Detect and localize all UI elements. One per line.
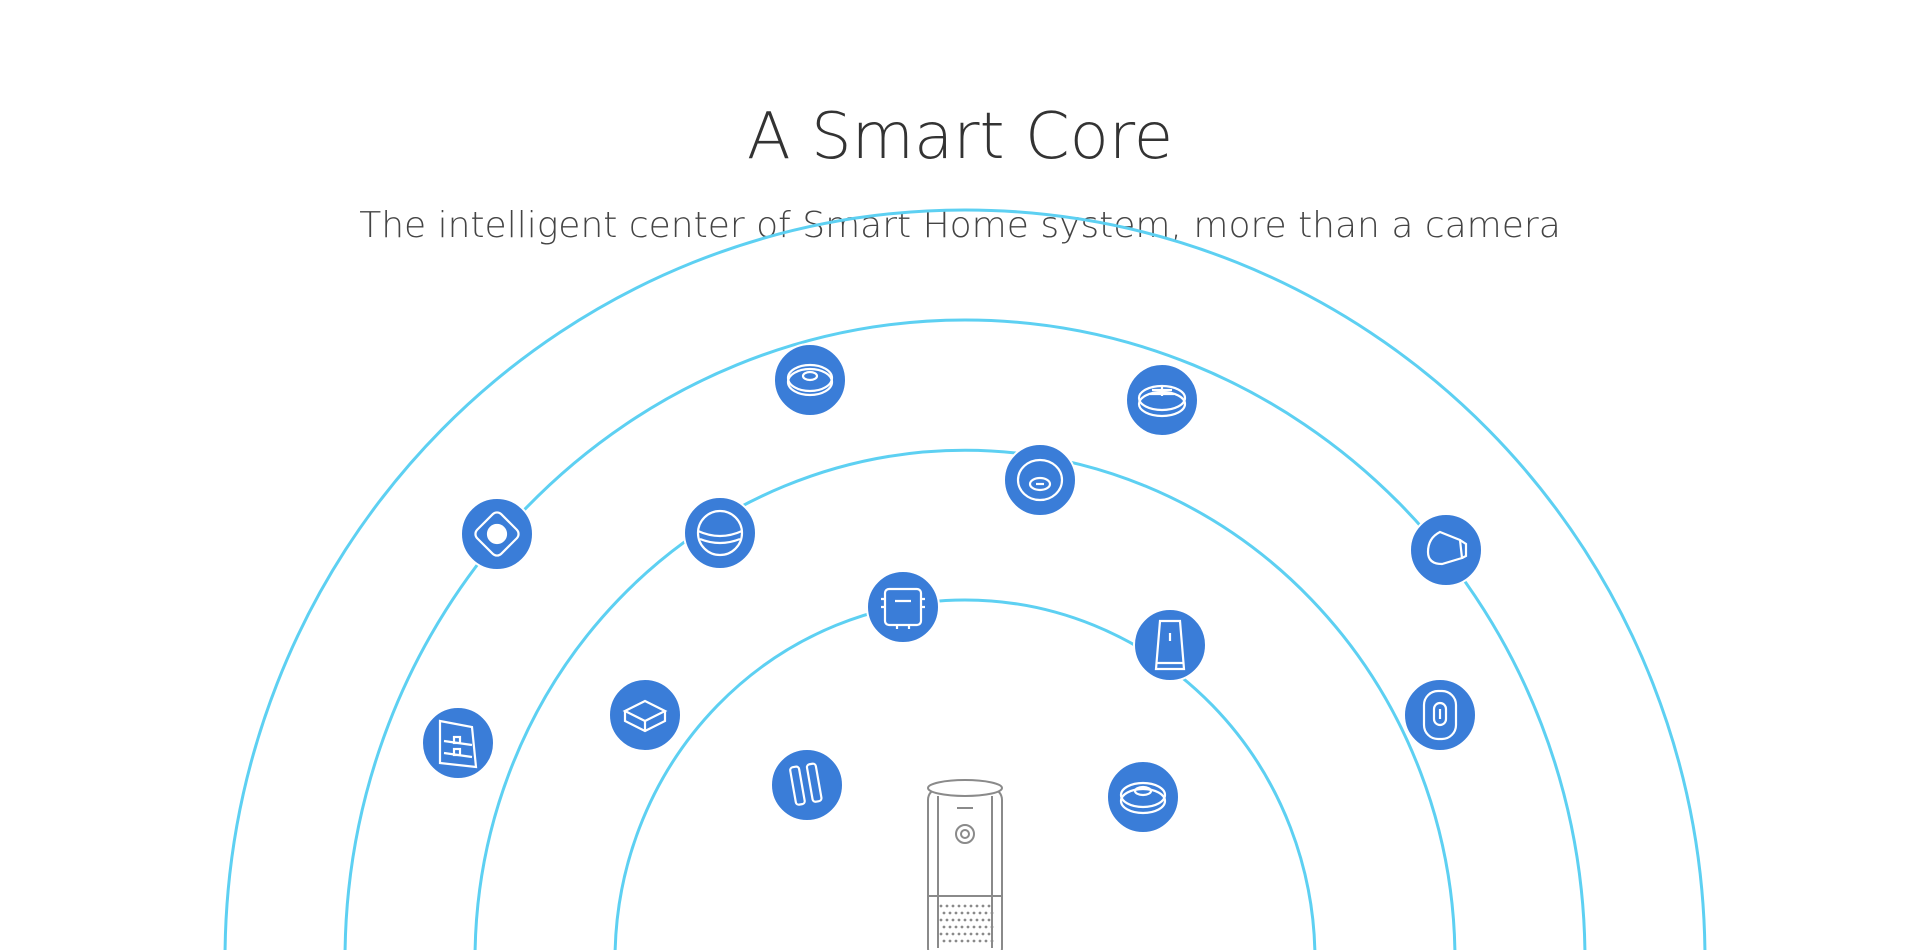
orbit-ring-second [473,448,1457,950]
page-subtitle: The intelligent center of Smart Home sys… [359,205,1561,246]
camera-grille-dot [960,911,964,915]
camera-grille-dot [942,925,946,929]
camera-grille-dot [990,939,994,943]
camera-grille-dot [972,911,976,915]
camera-grille-dot [957,918,961,922]
camera-grille-dot [960,939,964,943]
orbit-ring-outer [223,208,1707,950]
camera-grille-dot [984,911,988,915]
camera-grille-dot [945,918,949,922]
camera-grille-dot [954,939,958,943]
camera-grille-dot [951,932,955,936]
camera-grille-dot [972,939,976,943]
camera-grille-dot [942,911,946,915]
round-hub-icon[interactable] [1125,363,1199,437]
camera-grille-dot [966,925,970,929]
camera-grille-dot [939,932,943,936]
smoke-detector-icon[interactable] [773,343,847,417]
camera-grille-dot [948,925,952,929]
camera-grille-dot [951,904,955,908]
camera-grille-dot [987,904,991,908]
camera-grille-dot [954,925,958,929]
camera-grille-dot [945,904,949,908]
camera-grille-dot [960,925,964,929]
orbit-rings [223,208,1707,950]
orbit-ring-inner [613,598,1317,950]
camera-grille-dot [981,932,985,936]
camera-grille-dot [969,904,973,908]
camera-grille-dot [990,911,994,915]
camera-grille-dot [984,939,988,943]
camera-grille-dot [981,904,985,908]
square-module-icon[interactable] [866,570,940,644]
camera-grille-dot [963,932,967,936]
wall-plug-icon[interactable] [1403,678,1477,752]
camera-grille-dot [987,932,991,936]
camera-grille-dot [957,904,961,908]
camera-grille-dot [945,932,949,936]
dome-sensor-icon[interactable] [683,496,757,570]
orbit-ring-third [343,318,1587,950]
diamond-button-icon[interactable] [460,497,534,571]
camera-grille-dot [981,918,985,922]
round-button-icon[interactable] [1106,760,1180,834]
camera-grille-dot [951,918,955,922]
camera-grille-dot [948,939,952,943]
camera-grille-dot [987,918,991,922]
bulb-icon[interactable] [1409,513,1483,587]
camera-grille-dot [978,939,982,943]
camera-grille-dot [975,904,979,908]
camera-grille-dot [975,932,979,936]
camera-grille-dot [966,911,970,915]
camera-grille-dot [966,939,970,943]
camera-grille-dot [969,932,973,936]
camera-grille-dot [969,918,973,922]
page-title: A Smart Core [746,100,1174,174]
camera-grille-dot [972,925,976,929]
gateway-box-icon[interactable] [608,678,682,752]
ceiling-sensor-icon[interactable] [1003,443,1077,517]
camera-grille-dot [942,939,946,943]
camera-grille-dot [975,918,979,922]
wall-switch-icon[interactable] [421,706,495,780]
camera-grille-dot [939,918,943,922]
camera-grille-dot [990,925,994,929]
camera-grille-dot [978,911,982,915]
tower-sensor-icon[interactable] [1133,608,1207,682]
camera-grille-dot [984,925,988,929]
camera-grille-dot [978,925,982,929]
camera-icon [927,779,1003,950]
camera-grille-dot [963,904,967,908]
camera-grille-dot [957,932,961,936]
camera-grille-dot [954,911,958,915]
camera-grille-dot [939,904,943,908]
door-sensor-icon[interactable] [770,748,844,822]
camera-grille-dot [963,918,967,922]
camera-grille-dot [948,911,952,915]
